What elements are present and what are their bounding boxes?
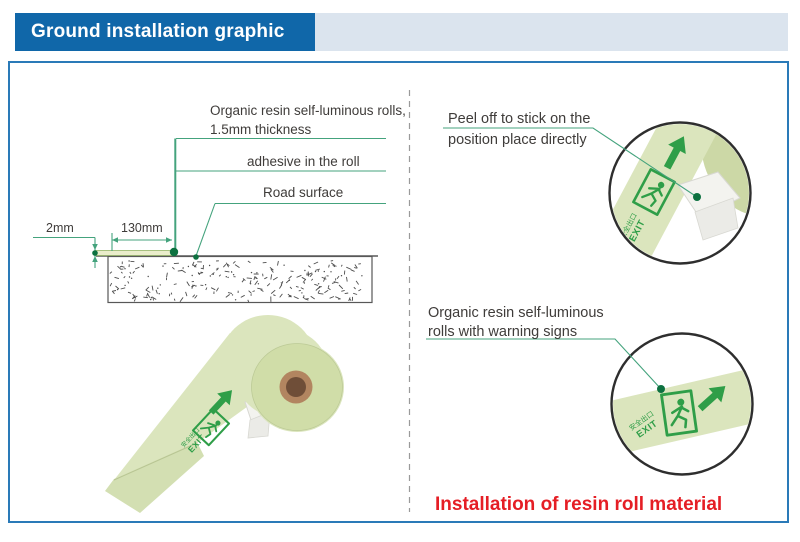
leader-line xyxy=(443,127,698,198)
leader-dot xyxy=(193,254,199,260)
roll-core-hole xyxy=(286,377,306,397)
peeled-backing xyxy=(677,171,741,219)
label-road-surface: Road surface xyxy=(263,185,343,200)
dimension-arrow xyxy=(166,237,172,243)
tape-band-rect xyxy=(613,363,751,461)
dimension-130mm: 130mm xyxy=(121,221,163,235)
tape-roll-illustration: 安全出口 EXIT xyxy=(105,315,344,513)
peeled-backing xyxy=(694,197,739,241)
detail-circle-1-content: 安全出口 EXIT xyxy=(611,124,749,262)
detail-view-peel: 安全出口 EXIT Peel off to stick on the posit… xyxy=(443,111,752,265)
label-peel-line1: Peel off to stick on the xyxy=(448,111,590,127)
dimension-2mm: 2mm xyxy=(46,221,74,235)
label-rolls-line2: rolls with warning signs xyxy=(428,324,577,340)
leader-dot xyxy=(92,250,98,256)
detail-circle-2 xyxy=(610,332,754,476)
page-title: Ground installation graphic xyxy=(31,21,285,42)
installed-strip xyxy=(95,250,174,256)
leader-dot xyxy=(693,193,701,201)
header-accent-bar xyxy=(315,13,788,51)
road-cross-section xyxy=(107,255,373,304)
section-caption: Installation of resin roll material xyxy=(435,494,722,515)
dimension-arrow xyxy=(112,237,118,243)
dimension-arrow xyxy=(92,256,98,262)
strip-end-fold xyxy=(105,442,204,513)
label-adhesive: adhesive in the roll xyxy=(247,154,360,169)
cross-section-diagram: Organic resin self-luminous rolls, 1.5mm… xyxy=(33,103,406,304)
concrete-texture xyxy=(109,260,363,302)
leader-line xyxy=(195,203,216,257)
label-roll-line2: 1.5mm thickness xyxy=(210,122,312,137)
dimension-arrow xyxy=(92,244,98,250)
leader-dot xyxy=(657,385,665,393)
label-roll-line1: Organic resin self-luminous rolls, xyxy=(210,103,406,118)
header-title-box: Ground installation graphic xyxy=(15,13,315,51)
label-peel-line2: position place directly xyxy=(448,132,587,148)
label-rolls-line1: Organic resin self-luminous xyxy=(428,305,604,321)
leader-line xyxy=(426,338,662,390)
dimension-line xyxy=(111,233,172,251)
fold-crease xyxy=(113,442,198,481)
detail-circle-2-content: 安全出口 EXIT xyxy=(613,335,751,473)
detail-view-warning: 安全出口 EXIT Organic resin self-luminous ro… xyxy=(426,305,754,476)
detail-circle-1 xyxy=(608,121,752,265)
tape-band xyxy=(613,363,751,461)
dimension-line xyxy=(33,236,96,268)
leader-dot xyxy=(169,247,179,257)
